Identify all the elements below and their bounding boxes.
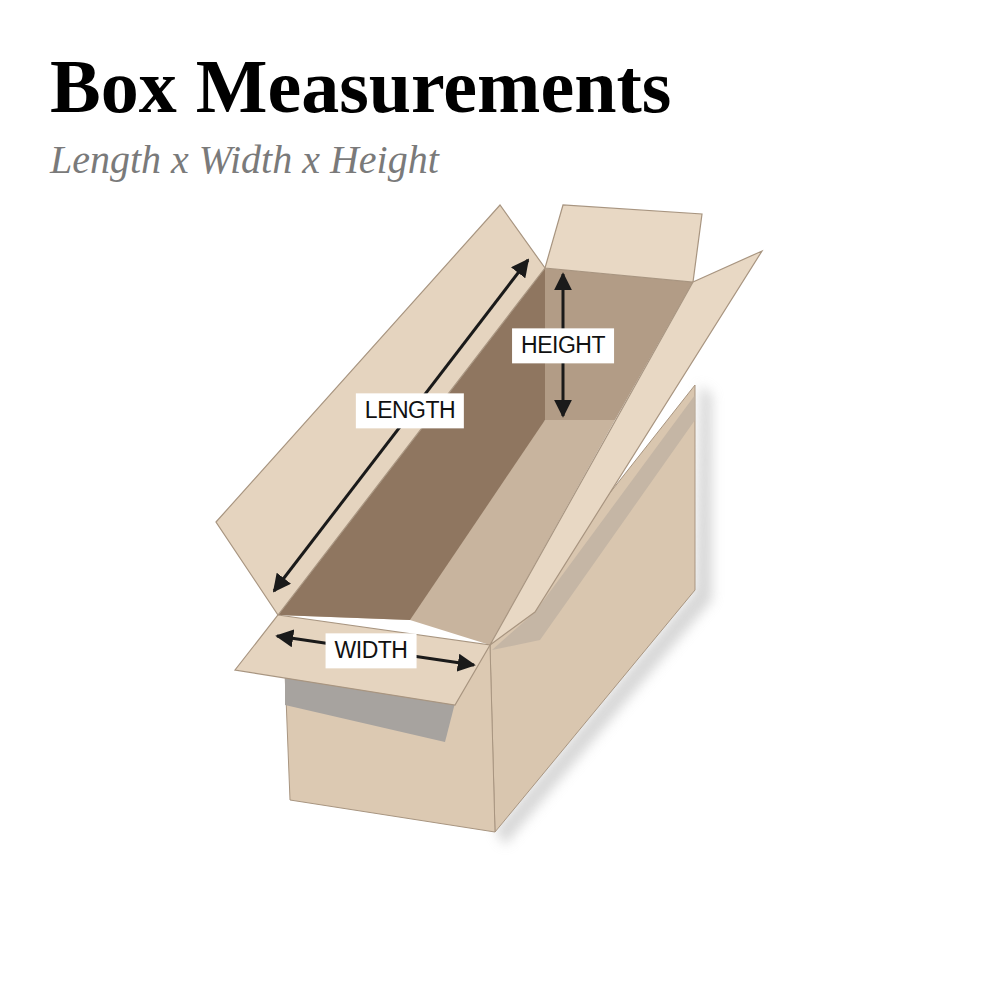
- box-back-flap: [545, 205, 702, 282]
- dimension-label: LENGTH: [356, 393, 464, 428]
- length-arrow: [274, 260, 528, 591]
- box-front-flap: [235, 615, 490, 705]
- caption: Length x Width x Height: [50, 140, 439, 180]
- box-left-flap: [216, 205, 545, 615]
- dimension-label: HEIGHT: [512, 328, 614, 363]
- title: Box Measurements: [50, 48, 671, 124]
- dimension-label: WIDTH: [326, 633, 417, 668]
- box-right-flap: [490, 251, 762, 645]
